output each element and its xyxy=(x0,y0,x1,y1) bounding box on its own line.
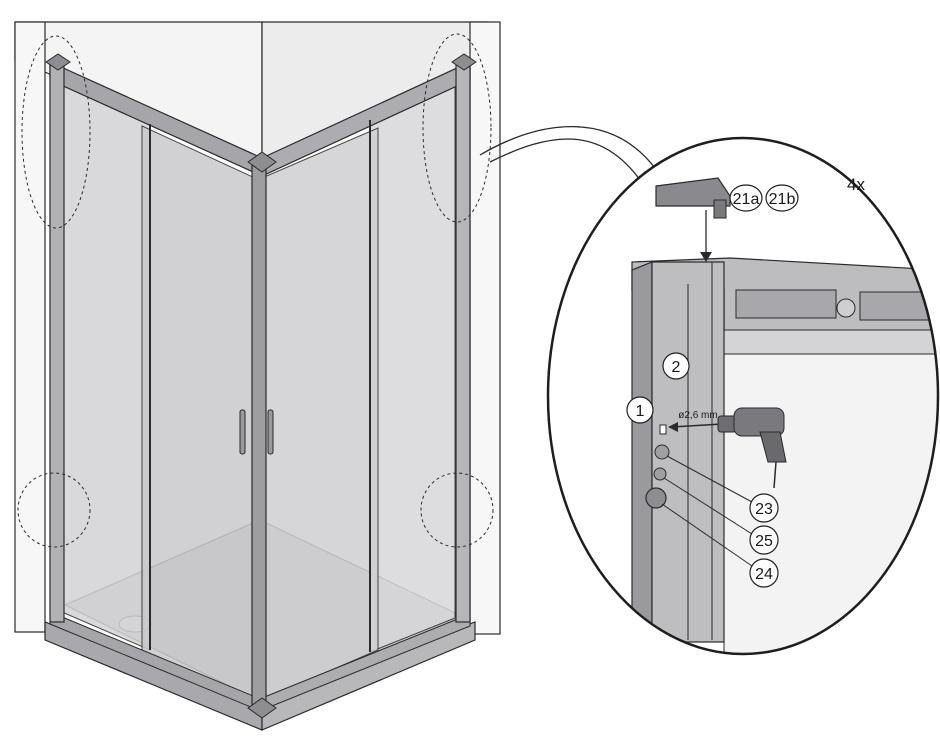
drill-spec-label: ø2,6 mm xyxy=(678,410,717,421)
right-wall-edge xyxy=(469,21,501,635)
callout-line-lower xyxy=(489,138,641,181)
corner-post-bar xyxy=(251,159,267,706)
left-fixed-glass xyxy=(61,79,151,651)
left-enclosure-side xyxy=(49,61,263,711)
right-fixed-glass xyxy=(369,83,456,653)
left-sliding-door xyxy=(141,125,256,701)
corner-cap-left xyxy=(45,53,71,71)
screw-hole xyxy=(659,424,667,435)
leader-24 xyxy=(661,503,753,567)
svg-text:21a: 21a xyxy=(733,191,760,208)
svg-text:24: 24 xyxy=(755,566,773,583)
detail-roller xyxy=(836,298,856,318)
multiplier-label: 4x xyxy=(847,175,865,194)
highlight-marks xyxy=(17,33,494,548)
wall-corner xyxy=(14,21,501,635)
svg-text:1: 1 xyxy=(636,403,645,420)
drill-cord xyxy=(773,461,777,489)
detail-rail-lower xyxy=(723,329,938,355)
left-wall-edge xyxy=(14,21,46,633)
highlight-top-left xyxy=(21,35,91,229)
label-24: 24 xyxy=(749,558,779,588)
corner-cap-top xyxy=(247,151,277,173)
screw-23 xyxy=(654,444,670,460)
detail-profile xyxy=(631,261,653,641)
svg-text:21b: 21b xyxy=(769,191,796,208)
leader-25 xyxy=(663,477,753,535)
drill-grip xyxy=(759,431,787,463)
right-handle xyxy=(267,409,274,455)
drill-chuck xyxy=(717,415,737,433)
right-enclosure-side xyxy=(261,61,471,711)
label-2: 2 xyxy=(662,352,690,380)
svg-text:23: 23 xyxy=(755,501,773,518)
highlight-top-right xyxy=(422,33,492,223)
highlight-bottom-left xyxy=(17,472,91,548)
detail-view xyxy=(546,136,940,656)
right-sliding-door xyxy=(261,127,379,701)
label-21a: 21a xyxy=(729,184,763,212)
part-labels: 21a 21b 2 1 23 25 24 4x ø2,6 mm xyxy=(626,175,865,588)
detail-rail-slot xyxy=(735,289,837,319)
label-21b: 21b xyxy=(765,184,799,212)
callout-line-upper xyxy=(479,126,656,169)
drill-bit xyxy=(671,423,723,428)
left-handle xyxy=(239,409,246,455)
drill-body xyxy=(733,407,785,437)
cap-24 xyxy=(645,487,667,509)
end-cap-tab xyxy=(713,199,727,219)
label-1: 1 xyxy=(626,396,654,424)
end-cap-arrowhead xyxy=(700,252,712,262)
label-25: 25 xyxy=(749,525,779,555)
drill-arrowhead xyxy=(668,422,678,432)
leader-23 xyxy=(666,455,753,503)
detail-circle-border xyxy=(546,136,940,656)
corner-post xyxy=(45,53,477,719)
svg-text:2: 2 xyxy=(672,359,681,376)
svg-text:25: 25 xyxy=(755,533,773,550)
highlight-bottom-right xyxy=(420,472,494,548)
left-wall-profile xyxy=(49,61,65,623)
washer-25 xyxy=(653,467,667,481)
corner-cap-right xyxy=(451,53,477,71)
drill-icon xyxy=(668,407,787,489)
right-wall-profile xyxy=(455,61,471,623)
label-23: 23 xyxy=(749,493,779,523)
corner-cap-bottom xyxy=(247,697,277,719)
